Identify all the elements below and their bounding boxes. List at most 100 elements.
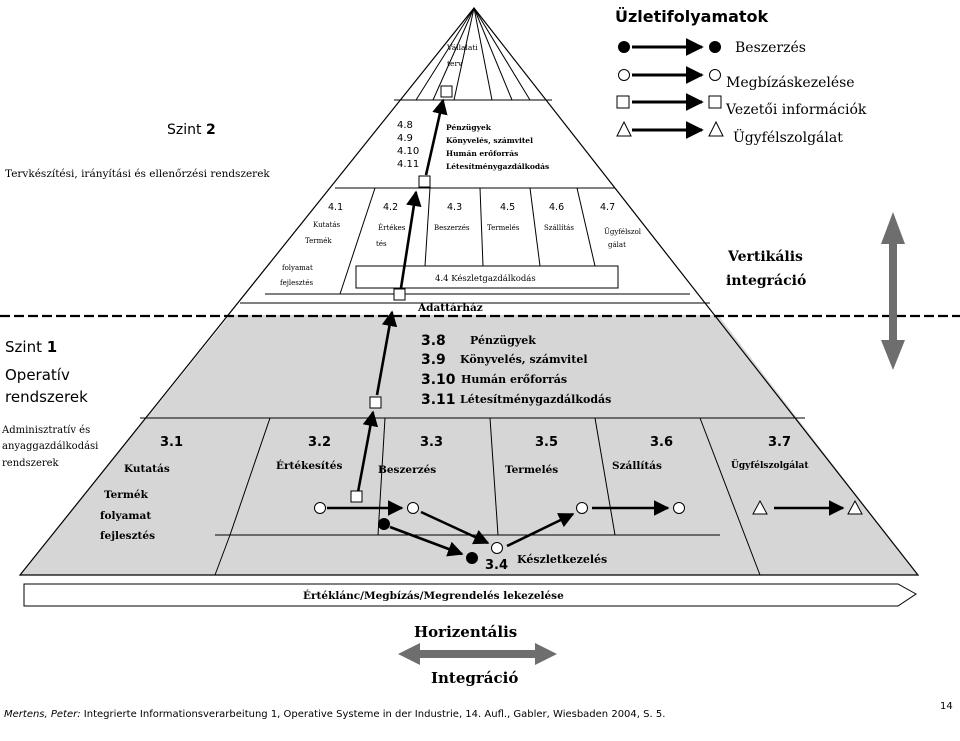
lower-separators [214,417,761,576]
warehouse-label: Adattárház [417,302,483,314]
upper-cell-0-l1: Kutatás [313,221,341,229]
upper-cell-num-4: 4.6 [549,202,564,213]
vertical-arrow-icon [881,212,905,370]
upper-cell-1-l2: tés [376,240,387,248]
lower-cell-0-l4: fejlesztés [100,530,155,542]
lower-label-1: Könyvelés, számvitel [460,353,588,366]
level2-number: 2 [206,122,216,138]
lower-num-1: 3.9 [421,352,446,368]
citation-text: Integrierte Informationsverarbeitung 1, … [81,709,666,720]
box-4-4 [355,265,619,289]
level2-label: Szint [167,122,202,138]
lower-cell-1-l1: Értékesítés [276,458,342,472]
lower-cell-0-l1: Kutatás [124,463,170,475]
upper-cell-5-l2: gálat [608,241,626,249]
legend-label-2: Vezetői információk [725,102,867,118]
pyramid-lower-band [20,315,918,575]
upper-separators [339,187,596,295]
lower-cell-num-1: 3.2 [308,435,331,450]
legend-label-3: Ügyfélszolgálat [733,128,843,146]
upper-num-0: 4.8 [397,120,413,131]
value-chain-label: Értéklánc/Megbízás/Megrendelés lekezelés… [303,588,564,602]
upper-cell-num-2: 4.3 [447,202,462,213]
upper-num-1: 4.9 [397,133,413,144]
level1-desc2: anyaggazdálkodási [2,441,98,452]
level1-desc3: rendszerek [2,458,60,469]
filled-circle-icon [618,41,630,53]
level1-desc1: Adminisztratív és [1,425,90,436]
apex-line1: Vállalati [446,43,478,52]
apex-lines [415,7,531,101]
vertical-info-flow [356,98,448,493]
upper-cell-num-0: 4.1 [328,202,343,213]
upper-4-4-label: 4.4 Készletgazdálkodás [435,273,536,284]
square-markers [350,85,453,503]
upper-label-0: Pénzügyek [446,123,492,132]
level2-description: Tervkészítési, irányítási és ellenőrzési… [5,167,270,180]
upper-num-3: 4.11 [397,159,419,170]
lower-num-0: 3.8 [421,333,446,349]
lower-cell-num-0: 3.1 [160,435,183,450]
vertical-label-1: Vertikális [727,249,803,265]
lower-cell-3-l1: Termelés [505,464,558,476]
page-number: 14 [940,701,953,712]
circle-icon [618,69,630,81]
upper-cell-0-l4: fejlesztés [280,279,314,287]
legend-label-0: Beszerzés [735,40,806,56]
upper-cell-0-l2: Termék [305,237,332,245]
legend-rows [632,38,704,139]
order-flow [327,500,845,557]
lower-cell-4-l1: Szállítás [612,460,662,472]
level1-number: 1 [47,338,57,356]
band-lines [140,99,805,536]
legend-title: Üzletifolyamatok [615,7,769,26]
upper-label-1: Könyvelés, számvitel [446,136,533,145]
lower-cell-num-5: 3.7 [768,435,791,450]
level1-label: Szint [5,338,42,356]
level1-line2: rendszerek [5,388,88,406]
level1-line1: Operatív [5,366,70,384]
lower-label-3: Létesítménygazdálkodás [460,393,611,406]
pyramid-outline [18,7,920,576]
lower-cell-0-l2: Termék [104,489,149,501]
vertical-label-2: integráció [726,273,806,289]
lower-num-2: 3.10 [421,372,456,388]
value-chain-bar [23,583,917,607]
lower-cell-num-4: 3.6 [650,435,673,450]
svg-text:Szint 2: Szint 2 [167,122,216,138]
lower-3-4-num: 3.4 [485,558,508,573]
lower-cell-0-l3: folyamat [100,510,151,522]
upper-cell-3-l1: Termelés [487,224,520,232]
horizontal-label-2: Integráció [431,669,518,687]
triangle-icon [616,120,632,137]
apex-line2: terv [447,59,463,68]
upper-label-2: Humán erőforrás [446,149,518,158]
lower-num-3: 3.11 [421,392,456,408]
horizontal-label-1: Horizentális [414,623,517,641]
lower-label-0: Pénzügyek [470,334,536,347]
horizontal-arrow-icon [398,643,557,665]
upper-cell-num-1: 4.2 [383,202,398,213]
upper-num-2: 4.10 [397,146,419,157]
lower-3-4-label: Készletkezelés [517,553,607,566]
upper-label-3: Létesítménygazdálkodás [446,162,549,171]
upper-cell-1-l1: Értékes [378,223,406,232]
upper-cell-0-l3: folyamat [282,264,313,272]
upper-cell-5-l1: Ügyfélszol [604,227,642,236]
legend-symbols [616,41,724,137]
upper-cell-num-5: 4.7 [600,202,615,213]
upper-cell-2-l1: Beszerzés [434,224,470,232]
upper-cell-num-3: 4.5 [500,202,515,213]
lower-label-2: Humán erőforrás [461,373,567,386]
flow-markers [314,499,863,564]
lower-cell-2-l1: Beszerzés [378,464,436,476]
legend-label-1: Megbízáskezelése [726,75,855,91]
lower-cell-num-3: 3.5 [535,435,558,450]
lower-cell-num-2: 3.3 [420,435,443,450]
lower-cell-5-l1: Ügyfélszolgálat [731,458,809,471]
upper-cell-4-l1: Szállítás [544,224,574,232]
square-icon [616,95,630,109]
svg-text:Szint 1: Szint 1 [5,338,57,356]
